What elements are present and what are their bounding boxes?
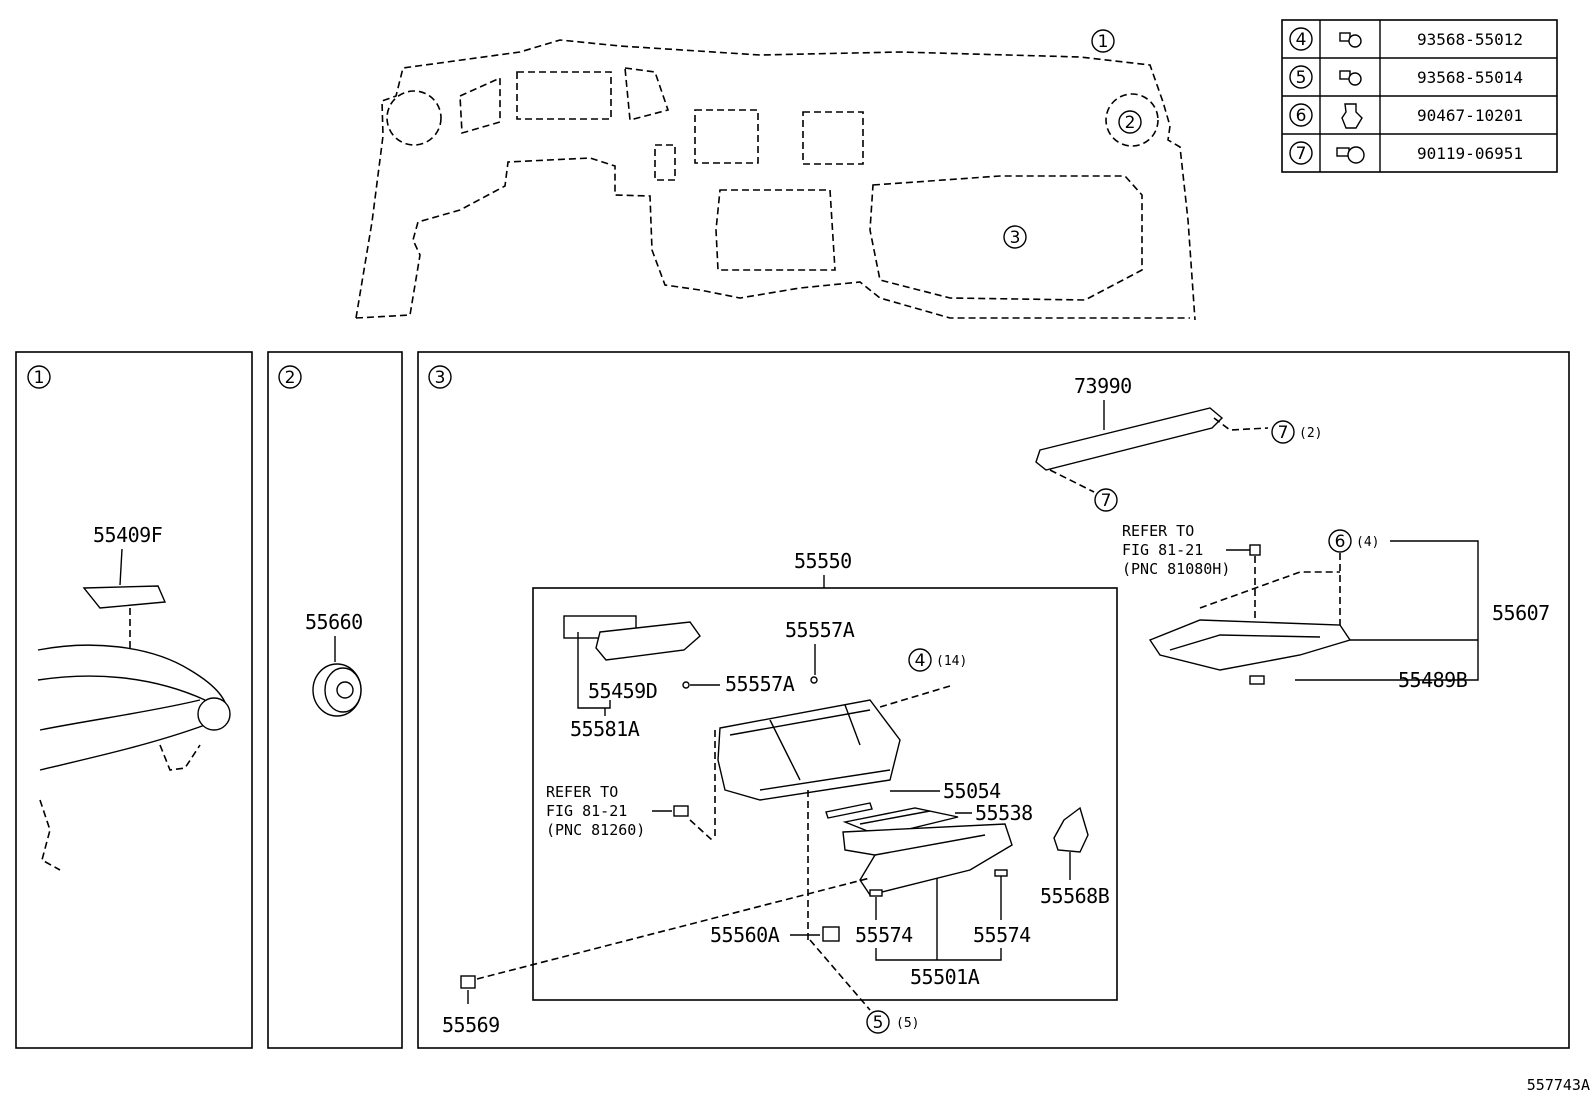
legend-row: 7 90119-06951 [1289, 141, 1523, 165]
part-label-55660: 55660 [305, 610, 363, 634]
part-label-55568B: 55568B [1040, 884, 1110, 908]
refer-pnc-line: (PNC 81080H) [1122, 560, 1230, 578]
part-label-55501A: 55501A [910, 965, 980, 989]
rod-55054 [825, 802, 873, 819]
panel-2-number: 2 [285, 368, 296, 388]
callout-4: 4 [915, 651, 926, 671]
legend-row: 4 93568-55012 [1289, 27, 1523, 51]
part-label-55574: 55574 [973, 923, 1031, 947]
part-label-55054: 55054 [943, 779, 1001, 803]
bolt-icon [1339, 70, 1362, 86]
legend-ref: 5 [1296, 68, 1307, 88]
overview-callout-1 [1091, 29, 1115, 53]
vent-55660 [312, 663, 362, 717]
clip-55569 [460, 975, 476, 989]
door-55501A [842, 823, 1013, 896]
refer-fig-line: FIG 81-21 [546, 802, 627, 820]
refer-pnc-line: (PNC 81260) [546, 821, 645, 839]
overview-callout-1-text: 1 [1098, 32, 1109, 52]
legend-part-number: 90467-10201 [1417, 106, 1523, 125]
left-vent-outline [386, 90, 442, 146]
dashboard-overview: 1 2 3 [355, 29, 1196, 321]
pad-55489B [1249, 675, 1265, 685]
panel-2: 2 55660 [267, 351, 403, 1049]
part-label-55538: 55538 [975, 801, 1033, 825]
legend-part-number: 93568-55014 [1417, 68, 1523, 87]
part-label-55569: 55569 [442, 1013, 500, 1037]
callout-4-qty: (14) [936, 654, 967, 669]
cover-55409F [82, 585, 167, 609]
part-label-55459D: 55459D [588, 679, 657, 703]
panel-3: 3 73990 7 (2) 7 REFER TO FIG 81-21 (PNC … [417, 351, 1570, 1049]
legend-ref: 7 [1296, 144, 1307, 164]
overview-callout-2-text: 2 [1125, 113, 1136, 133]
clip-icon [1341, 103, 1363, 129]
callout-6: 6 [1335, 532, 1346, 552]
callout-7-qty: (2) [1299, 426, 1322, 441]
glovebox-assy-frame [532, 587, 1118, 1001]
callout-6-qty: (4) [1356, 535, 1379, 550]
callout-5: 5 [873, 1013, 884, 1033]
legend-ref: 6 [1296, 106, 1307, 126]
panel-1-number: 1 [34, 368, 45, 388]
figure-id: 557743A [1527, 1076, 1590, 1094]
panel-55607 [1148, 619, 1352, 671]
right-vent-outline [1105, 93, 1159, 147]
callout-7: 7 [1278, 423, 1289, 443]
part-label-55557A: 55557A [785, 618, 855, 642]
refer-fig-line: FIG 81-21 [1122, 541, 1203, 559]
refer-to-line: REFER TO [1122, 522, 1194, 540]
lamp-81260 [673, 805, 689, 817]
legend-ref: 4 [1296, 30, 1307, 50]
overview-callout-2 [1118, 110, 1142, 134]
overview-callout-3-text: 3 [1010, 228, 1021, 248]
callout-7: 7 [1101, 491, 1112, 511]
overview-callout-3 [1003, 225, 1027, 249]
part-label-55557A: 55557A [725, 672, 795, 696]
lock-55560A [822, 926, 840, 942]
panel-1: 1 55409F [15, 351, 253, 1049]
panel-3-number: 3 [435, 368, 446, 388]
part-label-55581A: 55581A [570, 717, 640, 741]
callout-5-qty: (5) [896, 1016, 919, 1031]
fastener-legend-table: 4 93568-55012 5 93568-55014 6 90467-1020… [1281, 19, 1558, 173]
part-label-73990: 73990 [1074, 374, 1132, 398]
cover-55568B [1053, 806, 1089, 853]
legend-row: 5 93568-55014 [1289, 65, 1523, 89]
part-label-55560A: 55560A [710, 923, 780, 947]
legend-part-number: 93568-55012 [1417, 30, 1523, 49]
refer-to-line: REFER TO [546, 783, 618, 801]
part-label-55409F: 55409F [93, 523, 162, 547]
screw-icon [1336, 146, 1365, 164]
clip-icon [1249, 544, 1261, 556]
panel-73990 [1035, 407, 1224, 471]
part-label-55550: 55550 [794, 549, 852, 573]
bolt-icon [1339, 32, 1362, 48]
part-label-55489B: 55489B [1398, 668, 1468, 692]
part-label-55607: 55607 [1492, 601, 1550, 625]
legend-row: 6 90467-10201 [1289, 103, 1523, 129]
bezel-55459D [595, 621, 701, 661]
part-label-55574: 55574 [855, 923, 913, 947]
housing-55550 [717, 699, 901, 801]
legend-part-number: 90119-06951 [1417, 144, 1523, 163]
